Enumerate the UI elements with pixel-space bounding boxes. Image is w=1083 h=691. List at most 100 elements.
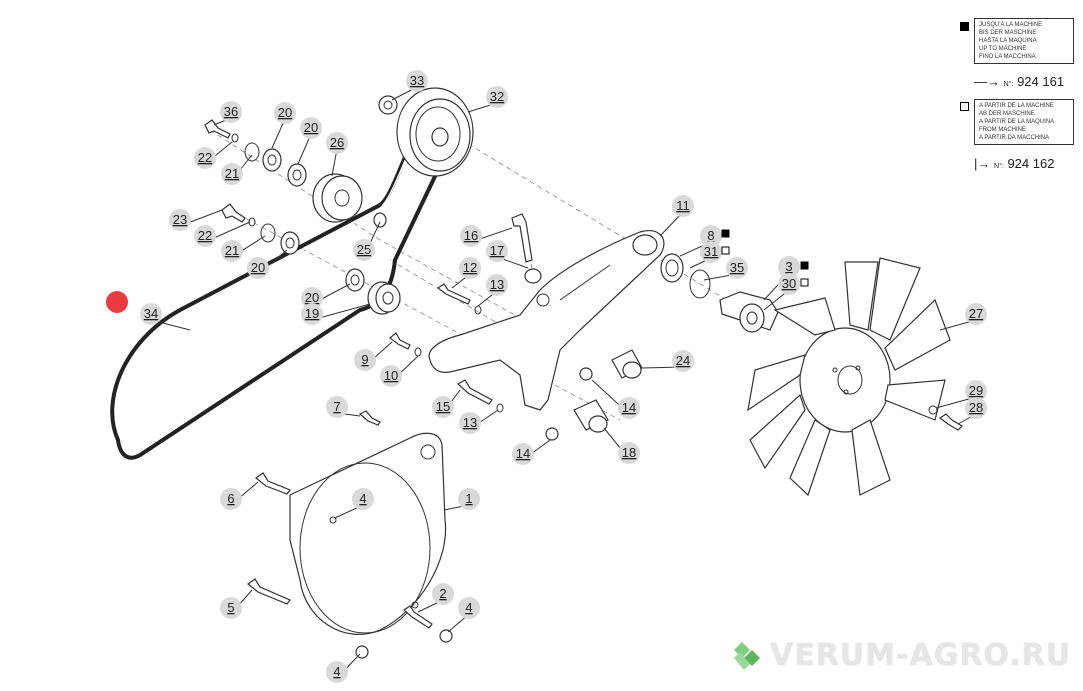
callout-number: 21 (225, 243, 239, 258)
legend-from-box: A PARTIR DE LA MACHINE AB DER MASCHINE A… (974, 99, 1074, 145)
leader-line (271, 118, 286, 149)
callout-bubble (700, 241, 722, 263)
callout-c28: 28 (957, 397, 987, 425)
bolts-left (389, 283, 504, 413)
callout-number: 8 (707, 228, 714, 243)
callout-number: 17 (490, 243, 504, 258)
callout-c31: 31 (689, 241, 722, 269)
bushes (545, 349, 643, 441)
callout-number: 9 (361, 352, 368, 367)
callout-bubble (965, 397, 987, 419)
callout-bubble (220, 488, 242, 510)
callout-c22a: 22 (194, 141, 233, 169)
watermark-text: VERUM-AGRO.RU (770, 638, 1072, 673)
callout-c13b: 13 (459, 409, 499, 434)
callout-number: 28 (969, 400, 983, 415)
callout-number: 20 (278, 105, 292, 120)
bolt-16 (511, 213, 542, 284)
callout-bubble (247, 257, 269, 279)
callout-c21a: 21 (221, 154, 253, 185)
callout-c11: 11 (659, 195, 694, 237)
callout-c6: 6 (220, 481, 259, 510)
cooling-fan (747, 257, 951, 497)
callout-number: 23 (173, 212, 187, 227)
callout-c7: 7 (326, 396, 361, 418)
empty-square-icon (800, 278, 809, 287)
callout-c4b: 4 (447, 597, 480, 633)
callout-number: 22 (198, 150, 212, 165)
callout-bubble (380, 365, 402, 387)
callout-bubble (726, 257, 748, 279)
callout-bubble (459, 412, 481, 434)
callout-c14b: 14 (512, 439, 551, 465)
callout-number: 5 (227, 600, 234, 615)
callout-number: 4 (333, 664, 340, 679)
legend-until-serial: —→ N°: 924 161 (974, 74, 1064, 89)
legend-until-line: HASTA LA MAQUINA (979, 38, 1037, 44)
support-bracket (428, 230, 665, 411)
callout-number: 33 (410, 73, 424, 88)
callout-bubble (458, 597, 480, 619)
callout-bubble (169, 209, 191, 231)
upper-pulley (396, 87, 474, 177)
belt-guard-cover (289, 432, 447, 635)
legend-filled-square-icon (960, 22, 969, 31)
callout-number: 15 (436, 399, 450, 414)
callout-number: 31 (704, 244, 718, 259)
callout-number: 26 (330, 135, 344, 150)
callout-number: 3 (785, 259, 792, 274)
callout-c25: 25 (353, 221, 381, 261)
callout-c16: 16 (460, 225, 513, 247)
serial-prefix: N°: (994, 163, 1004, 170)
callout-bubble (354, 349, 376, 371)
callout-number: 18 (622, 445, 636, 460)
callout-number: 35 (730, 260, 744, 275)
callout-bubble (326, 132, 348, 154)
callout-c24: 24 (641, 350, 694, 372)
callout-c2: 2 (417, 583, 454, 613)
callout-c4c: 4 (326, 653, 361, 683)
bolt-36 (204, 119, 231, 139)
callout-bubble (460, 225, 482, 247)
callout-bubble (194, 147, 216, 169)
callout-bubble (512, 443, 534, 465)
callout-c17: 17 (486, 240, 529, 269)
idler-pulley (367, 281, 401, 315)
callout-c4a: 4 (334, 488, 374, 519)
callout-bubble (326, 661, 348, 683)
callout-bubble (672, 195, 694, 217)
callout-c19: 19 (301, 303, 371, 325)
callout-number: 20 (251, 260, 265, 275)
callout-c27: 27 (939, 303, 987, 331)
tensioner-pulley (312, 173, 363, 223)
callout-number: 30 (782, 276, 796, 291)
callout-bubble (458, 488, 480, 510)
callout-number: 20 (305, 290, 319, 305)
callout-c34: 34 (140, 303, 191, 331)
legend-from-line: A PARTIR DE LA MACHINE (979, 103, 1054, 109)
callout-bubble (700, 225, 722, 247)
callout-c35: 35 (703, 257, 748, 281)
serial-prefix: N°: (1003, 81, 1014, 88)
callout-bubble (618, 397, 640, 419)
filled-square-icon (800, 261, 809, 270)
callout-bubble (221, 240, 243, 262)
callout-bubble (486, 86, 508, 108)
callout-bubble (432, 396, 454, 418)
callout-bubble (778, 273, 800, 295)
callout-bubble (352, 488, 374, 510)
legend-empty-square-icon (960, 102, 969, 111)
callout-c10: 10 (380, 355, 419, 387)
callout-c29: 29 (935, 380, 987, 409)
callout-c22b: 22 (194, 221, 251, 247)
callout-number: 13 (463, 415, 477, 430)
callout-c20b: 20 (297, 117, 322, 165)
legend-until-line: JUSQU'A LA MACHINE (979, 22, 1043, 28)
callout-number: 25 (357, 242, 371, 257)
callout-c20a: 20 (271, 102, 296, 149)
callout-number: 13 (490, 277, 504, 292)
callout-bubble (221, 163, 243, 185)
callout-c23: 23 (169, 209, 223, 231)
bearings-upper (231, 133, 307, 187)
